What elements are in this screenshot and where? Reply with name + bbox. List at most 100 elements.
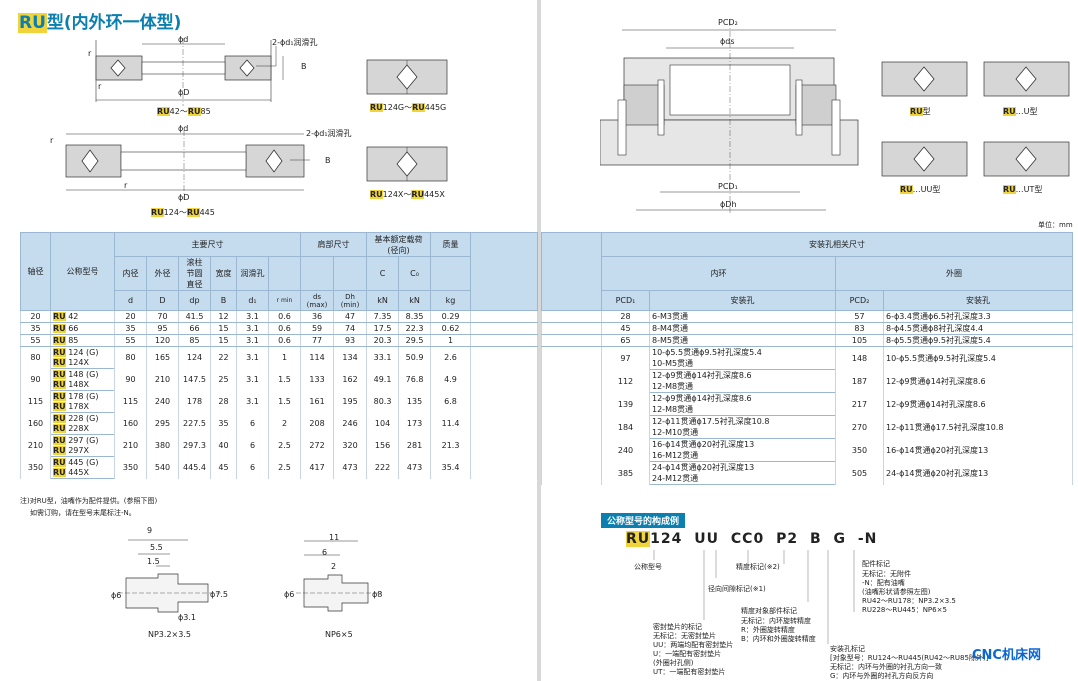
- install-legend: [对象型号：RU124～RU445(RU42～RU85除外)] 无标记：内环与外…: [830, 654, 989, 680]
- table-cell: [470, 310, 539, 323]
- dim-r-mid-2: r: [124, 181, 128, 190]
- table-cell: 36: [300, 310, 335, 323]
- table-cell: 77: [300, 334, 335, 347]
- table-cell: 12: [210, 310, 237, 323]
- table-cell: 350: [20, 456, 51, 479]
- table-cell: 15: [210, 334, 237, 347]
- table-cell: 160: [20, 412, 51, 435]
- model-cell: RU 124 (G): [50, 346, 115, 358]
- caption-x-type: RU124X～RU445X: [370, 190, 445, 199]
- h-main: 主要尺寸: [113, 232, 302, 257]
- table-cell: 0.29: [430, 310, 472, 323]
- table-cell: 217: [835, 392, 884, 416]
- table-cell: 0.6: [267, 322, 302, 335]
- section-x-type: [366, 146, 448, 182]
- h-hole2: 安装孔: [883, 290, 1073, 311]
- s-kg: kg: [430, 290, 472, 311]
- np6-dim-2: 2: [331, 562, 337, 571]
- table-row: RU 228X: [21, 423, 538, 435]
- caption-g-type: RU124G～RU445G: [370, 103, 447, 112]
- dim-ds: ϕds: [720, 37, 735, 46]
- nipple-np32-drawing: [118, 539, 222, 613]
- table-cell: 80: [114, 346, 147, 369]
- table-cell: 55: [20, 334, 51, 347]
- table-cell: 0.6: [267, 334, 302, 347]
- table-cell: 147.5: [178, 368, 211, 391]
- table-cell: 8-ϕ5.5贯通ϕ9.5衬孔深度5.4: [883, 334, 1073, 347]
- caption-ru-uu-type: RU…UU型: [900, 185, 941, 194]
- table-row: 24-M12贯通: [542, 473, 1073, 485]
- table-cell: 41.5: [178, 310, 211, 323]
- dim-dh: ϕDh: [720, 200, 737, 209]
- h-dh-blank: [333, 256, 368, 291]
- table-cell: 3.1: [236, 390, 269, 413]
- table-row: 16-M12贯通: [542, 450, 1073, 462]
- np32-phi75: ϕ7.5: [210, 590, 228, 599]
- table-cell: 20: [20, 310, 51, 323]
- s-kN2: kN: [398, 290, 432, 311]
- table-cell: 114: [300, 346, 335, 369]
- section-ru-ut-type: [983, 141, 1070, 177]
- table-cell: 10-ϕ5.5贯通ϕ9.5衬孔深度5.4: [883, 346, 1073, 370]
- table-cell: 33.1: [366, 346, 400, 369]
- table-cell: 12-ϕ9贯通ϕ14衬孔深度8.6: [649, 392, 836, 404]
- h-model: 公称型号: [50, 232, 115, 311]
- table-cell: 6: [236, 434, 269, 457]
- page-title: RU型(内外环一体型): [18, 13, 182, 33]
- table-cell: 240: [601, 438, 650, 462]
- caption-ru42-85: RU42～RU85: [157, 107, 211, 116]
- table-cell: 10-M5贯通: [649, 358, 836, 370]
- label-target: 精度对象部件标记: [741, 607, 797, 615]
- table-cell: 66: [178, 322, 211, 335]
- table-cell: 35: [114, 322, 147, 335]
- table-cell: 47: [333, 310, 368, 323]
- table-row: 12-M10贯通: [542, 427, 1073, 439]
- h-right-blank: [541, 232, 602, 311]
- table-row: RU 148X: [21, 379, 538, 391]
- table-cell: 55: [114, 334, 147, 347]
- table-cell: 445.4: [178, 456, 211, 479]
- caption-ru124-445: RU124～RU445: [151, 208, 215, 217]
- caption-ru-ut-type: RU…UT型: [1003, 185, 1043, 194]
- table-cell: 95: [146, 322, 179, 335]
- s-r: r min: [267, 290, 302, 311]
- table-cell: 3.1: [236, 310, 269, 323]
- table-cell: [541, 392, 602, 416]
- dim-pcd2: PCD₂: [718, 18, 738, 27]
- table-cell: [541, 334, 602, 347]
- h-mass: 质量: [430, 232, 472, 257]
- h-shoulder: 肩部尺寸: [300, 232, 368, 257]
- caption-ru-u-type: RU…U型: [1003, 107, 1038, 116]
- h-inner: 内环: [601, 256, 836, 291]
- dim-D-top: ϕD: [178, 88, 190, 97]
- table-cell: 35: [20, 322, 51, 335]
- table-cell: 35: [210, 412, 237, 435]
- table-cell: 246: [333, 412, 368, 435]
- table-cell: 320: [333, 434, 368, 457]
- table-cell: 124: [178, 346, 211, 369]
- table-cell: 28: [601, 310, 650, 323]
- table-cell: 8-ϕ4.5贯通ϕ8衬孔深度4.4: [883, 322, 1073, 335]
- s-D: D: [146, 290, 179, 311]
- dim-r-top-2: r: [98, 82, 102, 91]
- h-lube: 润滑孔: [236, 256, 269, 291]
- table-cell: [470, 390, 539, 413]
- section-ru-u-type: [983, 61, 1070, 97]
- table-cell: 2: [267, 412, 302, 435]
- table-cell: 6-ϕ3.4贯通ϕ6.5衬孔深度3.3: [883, 310, 1073, 323]
- table-cell: 161: [300, 390, 335, 413]
- table-cell: 210: [20, 434, 51, 457]
- section-ru-uu-type: [881, 141, 968, 177]
- table-cell: 160: [114, 412, 147, 435]
- table-cell: 380: [146, 434, 179, 457]
- table-cell: 112: [601, 369, 650, 393]
- dim-r-mid-1: r: [50, 136, 54, 145]
- table-cell: 385: [601, 461, 650, 485]
- table-cell: 24-M12贯通: [649, 473, 836, 485]
- drawing-ru124-445: [65, 130, 310, 200]
- table-cell: 295: [146, 412, 179, 435]
- table-cell: 6: [236, 456, 269, 479]
